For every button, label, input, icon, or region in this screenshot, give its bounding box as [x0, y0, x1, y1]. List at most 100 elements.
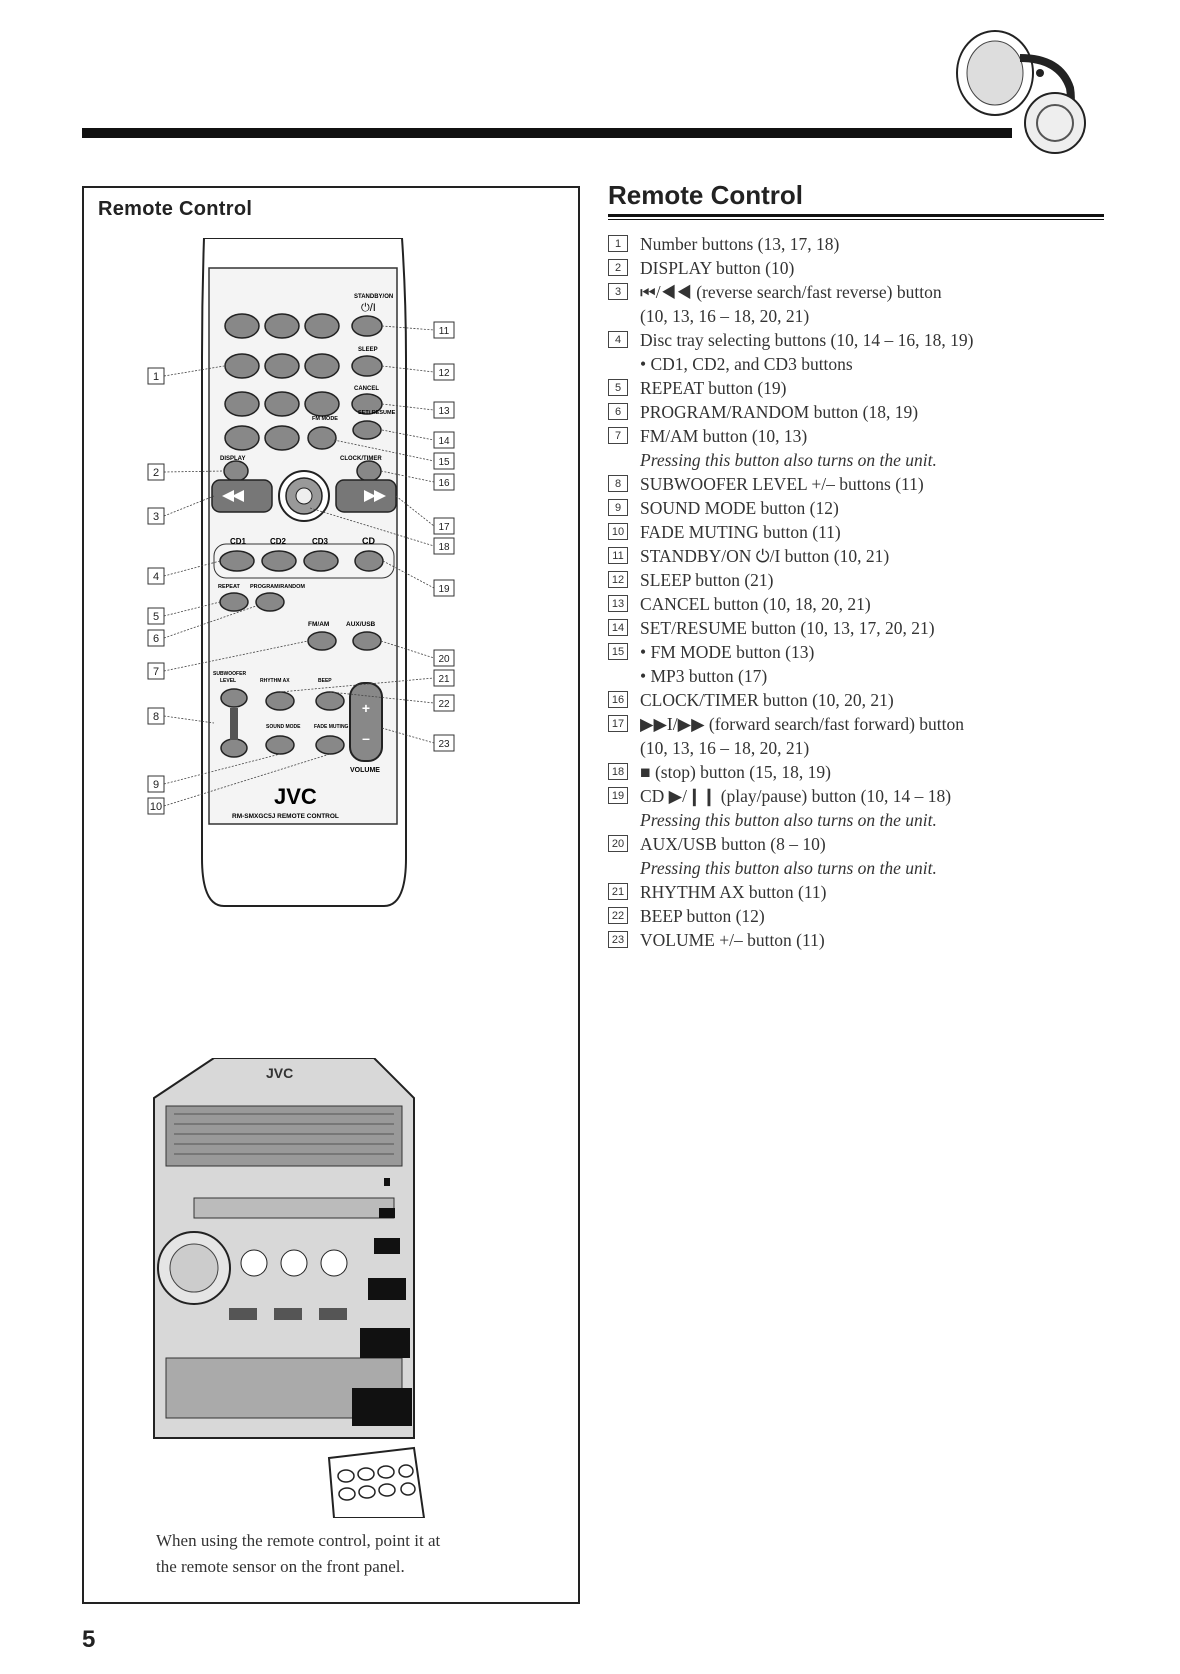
level-label: LEVEL — [220, 678, 236, 684]
item-text: AUX/USB button (8 – 10) — [640, 834, 826, 854]
callout-5: 5 — [153, 611, 159, 623]
volume-label: VOLUME — [350, 767, 380, 774]
model-label: RM-SMXGC5J REMOTE CONTROL — [232, 813, 339, 820]
callout-23: 23 — [438, 739, 450, 750]
item-number: 6 — [608, 403, 628, 420]
item-body: PROGRAM/RANDOM button (18, 19) — [640, 400, 1108, 424]
item-number: 21 — [608, 883, 628, 900]
item-body: SOUND MODE button (12) — [640, 496, 1108, 520]
list-item: 18■ (stop) button (15, 18, 19) — [608, 760, 1108, 784]
item-number: 22 — [608, 907, 628, 924]
item-note: Pressing this button also turns on the u… — [640, 858, 937, 878]
item-body: BEEP button (12) — [640, 904, 1108, 928]
caption-line: the remote sensor on the front panel. — [156, 1557, 405, 1576]
item-text: BEEP button (12) — [640, 906, 765, 926]
header-rule — [82, 128, 1012, 138]
item-body: RHYTHM AX button (11) — [640, 880, 1108, 904]
item-text: CANCEL button (10, 18, 20, 21) — [640, 594, 871, 614]
jvc-brand: JVC — [274, 784, 317, 809]
cd-label: CD — [362, 536, 375, 546]
item-text: (10, 13, 16 – 18, 20, 21) — [640, 306, 810, 326]
item-text: DISPLAY button (10) — [640, 258, 795, 278]
svg-text:–: – — [362, 730, 370, 746]
callout-17: 17 — [438, 522, 450, 533]
set-resume-label: SET/ RESUME — [358, 410, 396, 416]
list-item: 2 DISPLAY button (10) — [608, 256, 1108, 280]
cd1-label: CD1 — [230, 537, 247, 546]
list-item: 11 STANDBY/ON ⏻/I button (10, 21) — [608, 544, 1108, 568]
beep-label: BEEP — [318, 678, 332, 684]
panel-caption: When using the remote control, point it … — [156, 1528, 556, 1580]
item-text: REPEAT button (19) — [640, 378, 787, 398]
item-number: 10 — [608, 523, 628, 540]
item-text: Number buttons (13, 17, 18) — [640, 234, 840, 254]
item-number: 4 — [608, 331, 628, 348]
callout-2: 2 — [153, 467, 159, 479]
item-text: FM/AM button (10, 13) — [640, 426, 808, 446]
item-body: CLOCK/TIMER button (10, 20, 21) — [640, 688, 1108, 712]
list-item: 21 RHYTHM AX button (11) — [608, 880, 1108, 904]
subwoofer-label: SUBWOOFER — [213, 671, 246, 677]
item-body: STANDBY/ON ⏻/I button (10, 21) — [640, 544, 1108, 568]
callout-19: 19 — [438, 584, 450, 595]
item-body: FM/AM button (10, 13) Pressing this butto… — [640, 424, 1108, 472]
item-body: Disc tray selecting buttons (10, 14 – 16… — [640, 328, 1108, 376]
item-number: 23 — [608, 931, 628, 948]
page-number: 5 — [82, 1626, 96, 1653]
item-number: 2 — [608, 259, 628, 276]
item-text: FADE MUTING button (11) — [640, 522, 841, 542]
item-note: Pressing this button also turns on the u… — [640, 810, 937, 830]
item-note: Pressing this button also turns on the u… — [640, 450, 937, 470]
power-symbol-label: ⏻/I — [361, 302, 376, 314]
callout-7: 7 — [153, 666, 159, 678]
cancel-label: CANCEL — [354, 386, 379, 392]
item-body: ■ (stop) button (15, 18, 19) — [640, 760, 1108, 784]
list-item: 23 VOLUME +/– button (11) — [608, 928, 1108, 952]
item-text: PROGRAM/RANDOM button (18, 19) — [640, 402, 919, 422]
section-rule — [608, 214, 1104, 217]
item-body: ▶▶I/▶▶ (forward search/fast forward) but… — [640, 712, 1108, 760]
item-number: 1 — [608, 235, 628, 252]
item-body: REPEAT button (19) — [640, 376, 1108, 400]
item-number: 16 — [608, 691, 628, 708]
panel-title: Remote Control — [98, 198, 253, 220]
program-random-label: PROGRAM/RANDOM — [250, 584, 305, 590]
section-rule-thin — [608, 219, 1104, 220]
list-item: 4 Disc tray selecting buttons (10, 14 – 1… — [608, 328, 1108, 376]
list-item: 17▶▶I/▶▶ (forward search/fast forward) b… — [608, 712, 1108, 760]
item-number: 13 — [608, 595, 628, 612]
fm-mode-label: FM MODE — [312, 416, 338, 422]
item-text: ▶▶I/▶▶ (forward search/fast forward) but… — [640, 714, 964, 734]
item-body: VOLUME +/– button (11) — [640, 928, 1108, 952]
item-text: SET/RESUME button (10, 13, 17, 20, 21) — [640, 618, 935, 638]
item-number: 11 — [608, 547, 628, 564]
item-body: AUX/USB button (8 – 10) Pressing this but… — [640, 832, 1108, 880]
item-text: RHYTHM AX button (11) — [640, 882, 827, 902]
callout-15: 15 — [438, 457, 450, 468]
callout-20: 20 — [438, 654, 450, 665]
callout-16: 16 — [438, 478, 450, 489]
item-text: • FM MODE button (13) — [640, 642, 815, 662]
sleep-label: SLEEP — [358, 347, 378, 353]
item-text: CLOCK/TIMER button (10, 20, 21) — [640, 690, 894, 710]
stereo-system-illustration: JVC — [153, 1058, 426, 1518]
item-number: 9 — [608, 499, 628, 516]
item-text: • CD1, CD2, and CD3 buttons — [640, 354, 853, 374]
item-number: 19 — [608, 787, 628, 804]
callout-3: 3 — [153, 511, 159, 523]
item-text: ■ (stop) button (15, 18, 19) — [640, 762, 831, 782]
callout-10: 10 — [150, 801, 162, 813]
item-text: ⏮/◀◀ (reverse search/fast reverse) butto… — [640, 282, 942, 302]
item-text: SUBWOOFER LEVEL +/– buttons (11) — [640, 474, 924, 494]
list-item: 9 SOUND MODE button (12) — [608, 496, 1108, 520]
caption-line: When using the remote control, point it … — [156, 1531, 441, 1550]
rhythm-ax-label: RHYTHM AX — [260, 678, 290, 684]
callout-4: 4 — [153, 571, 159, 583]
